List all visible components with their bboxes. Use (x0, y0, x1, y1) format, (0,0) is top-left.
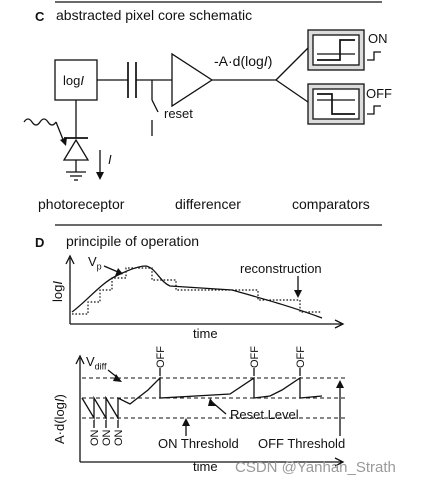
on-event-label: ON (89, 429, 101, 447)
log-box-label: logI (63, 73, 84, 88)
vdiff-signal (81, 376, 323, 421)
wire-split-off (275, 79, 309, 103)
reset-label: reset (164, 106, 193, 121)
panel-c-label: C (35, 9, 45, 24)
on-threshold-label: ON Threshold (158, 436, 239, 451)
top-xlabel: time (193, 326, 218, 341)
off-event-label: OFF (249, 346, 261, 368)
on-comparator-curve (317, 39, 355, 61)
light-arrow-icon (60, 137, 67, 146)
panel-c-title: abstracted pixel core schematic (56, 7, 253, 23)
reset-switch-blade (151, 99, 159, 113)
light-wave-icon (23, 118, 57, 126)
vdiff-label: Vdiff (86, 354, 107, 372)
gain-expression: -A·d(logI) (214, 53, 273, 69)
off-event-label: OFF (295, 346, 307, 368)
caption-photoreceptor: photoreceptor (38, 196, 125, 212)
differencer-amp (171, 52, 214, 108)
top-ylabel: logI (50, 281, 65, 302)
off-comparator-curve (317, 93, 355, 115)
caption-differencer: differencer (175, 196, 241, 212)
watermark: CSDN @Yanhan_Strath (235, 459, 396, 476)
off-threshold-label: OFF Threshold (258, 436, 346, 451)
vp-signal-curve (71, 265, 323, 319)
on-pulse-icon (367, 51, 381, 61)
bottom-xlabel: time (193, 459, 218, 474)
panel-d-title: principile of operation (66, 233, 200, 249)
caption-comparators: comparators (292, 196, 370, 212)
on-event-label: ON (101, 429, 113, 447)
current-label: I (108, 152, 112, 167)
reset-level-label: Reset Level (230, 407, 299, 422)
vp-pointer (103, 265, 119, 273)
on-event-label: ON (113, 429, 125, 447)
off-pulse-icon (367, 105, 381, 115)
reconstruction-staircase (72, 267, 322, 315)
reconstruction-label: reconstruction (240, 261, 322, 276)
on-label: ON (368, 31, 388, 46)
off-event-label: OFF (155, 346, 167, 368)
off-label: OFF (366, 86, 392, 101)
bottom-ylabel: A·d(logI) (52, 394, 67, 444)
wire-split-on (275, 47, 309, 81)
panel-d-label: D (35, 235, 45, 250)
vp-label: Vp (88, 254, 102, 272)
